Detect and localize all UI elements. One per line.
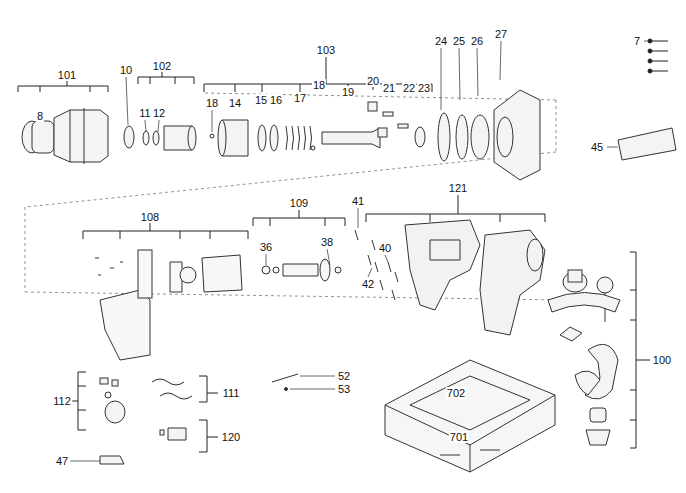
- callout-number: 21: [382, 82, 396, 94]
- callout-number: 12: [152, 107, 166, 119]
- callout-number: 8: [36, 110, 44, 122]
- callout-number: 53: [337, 383, 351, 395]
- callout-number: 26: [470, 35, 484, 47]
- callout-number: 11: [138, 107, 151, 119]
- callout-number: 19: [341, 86, 355, 98]
- callout-number: 22: [402, 82, 416, 94]
- callout-number: 702: [446, 387, 466, 399]
- callout-number: 10: [119, 64, 133, 76]
- callout-number: 52: [337, 370, 351, 382]
- callout-number: 109: [289, 197, 309, 209]
- callout-number: 100: [652, 354, 672, 366]
- callout-number: 24: [434, 35, 448, 47]
- callout-number: 17: [293, 92, 307, 104]
- callout-number: 38: [320, 236, 334, 248]
- callout-number: 108: [140, 211, 160, 223]
- callout-number: 42: [361, 278, 375, 290]
- callout-number: 112: [52, 395, 72, 407]
- callout-number: 15: [254, 94, 268, 106]
- callout-number: 18: [312, 79, 326, 91]
- callout-number: 102: [152, 60, 172, 72]
- callout-number: 20: [366, 75, 380, 87]
- callout-number: 701: [449, 431, 469, 443]
- callout-number: 120: [221, 431, 241, 443]
- callout-number: 27: [494, 28, 508, 40]
- callout-number: 47: [55, 455, 69, 467]
- callout-number: 18: [205, 97, 219, 109]
- callout-number: 45: [590, 141, 604, 153]
- callout-number: 7: [633, 35, 641, 47]
- callout-number: 121: [448, 182, 468, 194]
- callout-number: 14: [228, 97, 242, 109]
- callout-number: 101: [57, 69, 77, 81]
- callout-number: 103: [316, 44, 336, 56]
- callout-number: 40: [378, 242, 392, 254]
- callout-number: 41: [351, 195, 365, 207]
- callout-number: 36: [259, 241, 273, 253]
- callout-number: 25: [452, 35, 466, 47]
- callout-number: 23: [417, 82, 431, 94]
- callout-number: 16: [269, 94, 283, 106]
- callout-number: 111: [222, 387, 241, 399]
